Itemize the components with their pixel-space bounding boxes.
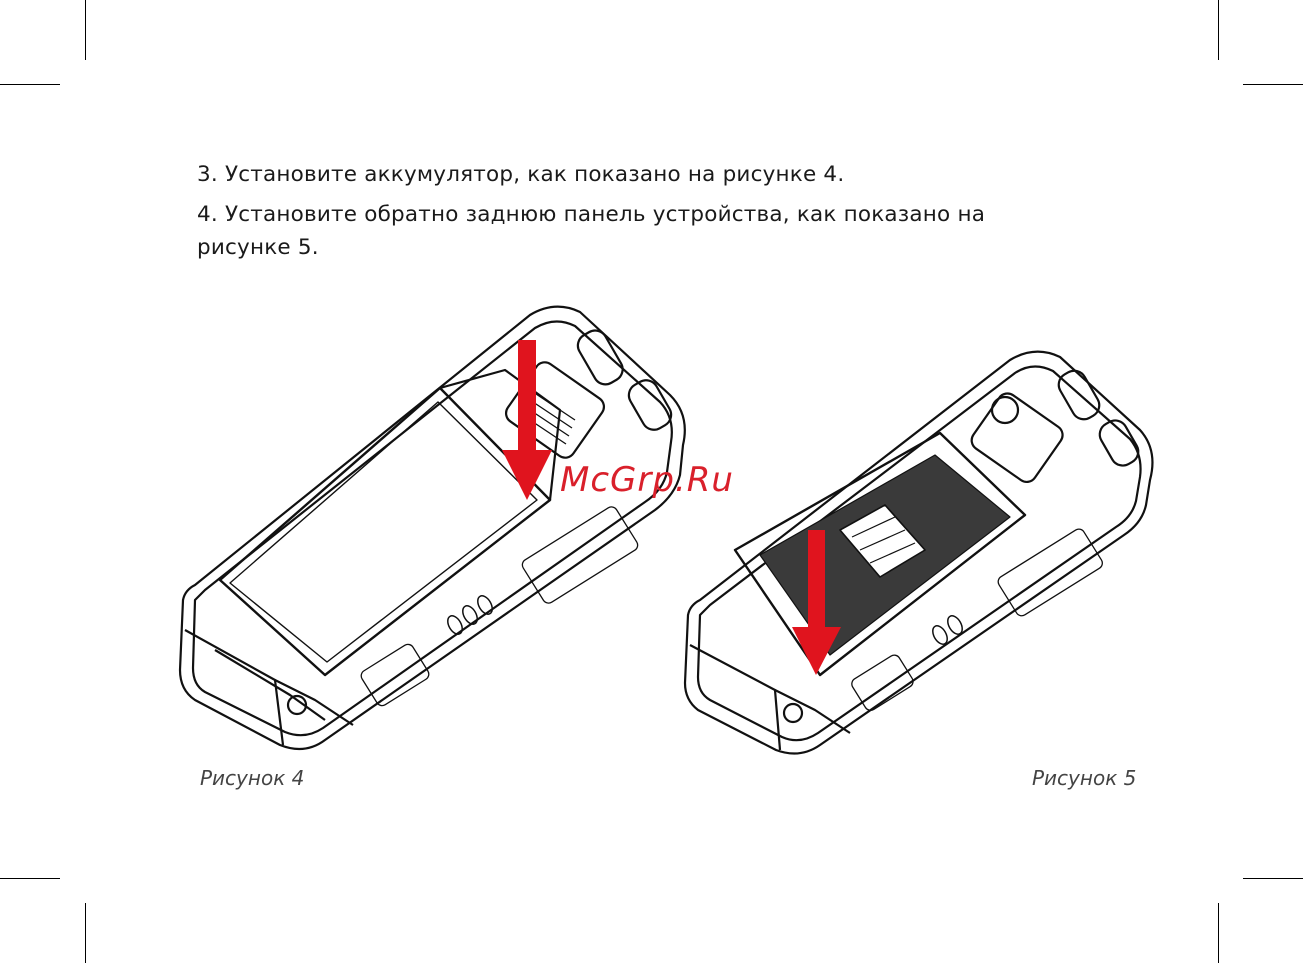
figure-4-caption: Рисунок 4 (200, 766, 304, 790)
crop-mark (0, 84, 60, 85)
figure-5-caption: Рисунок 5 (1032, 766, 1136, 790)
crop-mark (1243, 878, 1303, 879)
crop-mark (1218, 903, 1219, 963)
crop-mark (1218, 0, 1219, 60)
crop-mark (0, 878, 60, 879)
step-3-text: 3. Установите аккумулятор, как показано … (197, 158, 1077, 191)
figure-4-phone-battery (175, 300, 695, 760)
instructions: 3. Установите аккумулятор, как показано … (197, 158, 1077, 271)
crop-mark (1243, 84, 1303, 85)
figure-5-phone-cover (680, 345, 1160, 765)
crop-mark (85, 0, 86, 60)
step-4-text: 4. Установите обратно заднюю панель устр… (197, 198, 1057, 264)
watermark: McGrp.Ru (560, 460, 734, 500)
crop-mark (85, 903, 86, 963)
